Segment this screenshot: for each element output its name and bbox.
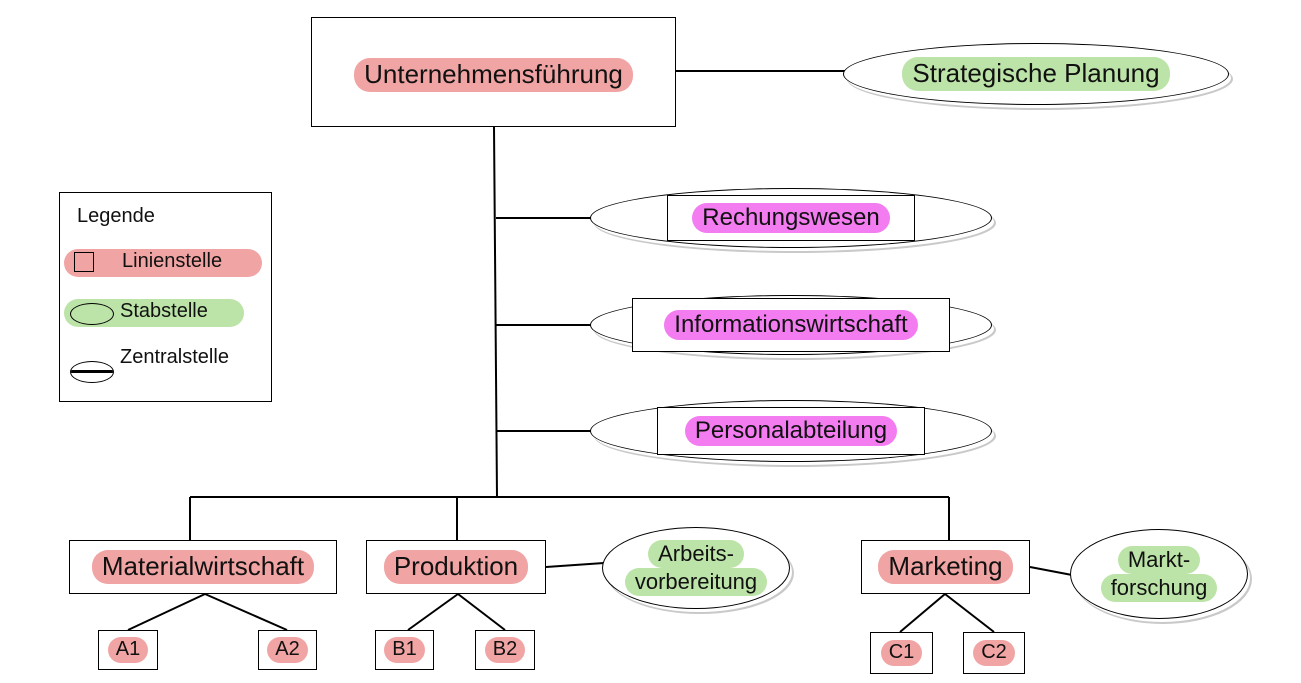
node-label-line-1: Markt- <box>1117 545 1201 574</box>
node-b1: B1 <box>375 630 434 670</box>
node-label: Unternehmensführung <box>354 58 633 92</box>
connector-marketing-staff <box>1029 566 1073 576</box>
node-label: A1 <box>107 637 149 663</box>
legend-title: Legende <box>77 205 155 227</box>
node-personalabteilung-box: Personalabteilung <box>657 407 925 455</box>
legend-label: Linienstelle <box>122 250 223 272</box>
legend-item-stabstelle: Stabstelle <box>64 299 244 327</box>
node-label: Informationswirtschaft <box>664 309 918 341</box>
node-label: Personalabteilung <box>684 415 898 447</box>
node-label: Rechungswesen <box>692 202 890 234</box>
node-arbeitsvorbereitung: Arbeits- vorbereitung <box>602 527 790 609</box>
node-informationswirtschaft: Informationswirtschaft <box>590 295 992 355</box>
node-c2: C2 <box>963 632 1025 674</box>
node-informationswirtschaft-box: Informationswirtschaft <box>632 298 950 352</box>
ellipse-icon <box>70 303 114 325</box>
node-rechnungswesen: Rechungswesen <box>590 188 992 248</box>
node-label: Strategische Planung <box>902 57 1170 91</box>
node-b2: B2 <box>475 630 535 670</box>
legend-item-linienstelle: Linienstelle <box>64 249 262 277</box>
node-unternehmensfuehrung: Unternehmensführung <box>311 17 676 127</box>
connector-a2 <box>204 593 288 631</box>
node-label-line-2: forschung <box>1100 574 1218 603</box>
connector-produktion-staff <box>545 562 605 568</box>
connector-b2 <box>457 593 506 631</box>
rectangle-icon <box>74 252 94 272</box>
legend-item-zentralstelle: Zentralstelle <box>64 343 269 385</box>
node-produktion: Produktion <box>366 540 546 594</box>
node-a1: A1 <box>98 630 158 670</box>
node-label: A2 <box>267 637 308 663</box>
node-label: B2 <box>484 637 526 663</box>
node-rechnungswesen-box: Rechungswesen <box>667 195 915 241</box>
node-materialwirtschaft: Materialwirtschaft <box>69 540 337 594</box>
node-c1: C1 <box>870 632 933 674</box>
connector-c1 <box>899 593 946 633</box>
node-label-line-2: vorbereitung <box>624 568 768 597</box>
node-personalabteilung: Personalabteilung <box>590 400 992 462</box>
node-marketing: Marketing <box>861 540 1030 594</box>
connector-a1 <box>127 593 206 631</box>
node-label: Marketing <box>878 550 1013 584</box>
node-label: B1 <box>384 637 425 663</box>
node-label: C2 <box>973 640 1015 666</box>
connector-b1 <box>407 593 459 631</box>
node-label: C1 <box>880 640 923 666</box>
connector-main-trunk <box>493 126 498 498</box>
legend: Legende Linienstelle Stabstelle Zentrals… <box>59 192 272 402</box>
node-label-line-1: Arbeits- <box>648 539 744 568</box>
node-label: Produktion <box>383 550 529 584</box>
legend-label: Stabstelle <box>120 300 208 322</box>
node-a2: A2 <box>258 630 317 670</box>
zentralstelle-icon <box>70 361 114 383</box>
node-strategische-planung: Strategische Planung <box>843 43 1229 105</box>
node-label: Materialwirtschaft <box>91 550 315 584</box>
connector-c2 <box>944 593 995 633</box>
legend-label: Zentralstelle <box>120 346 229 368</box>
node-marktforschung: Markt- forschung <box>1070 529 1248 619</box>
zentralstelle-icon-bar <box>71 370 113 373</box>
